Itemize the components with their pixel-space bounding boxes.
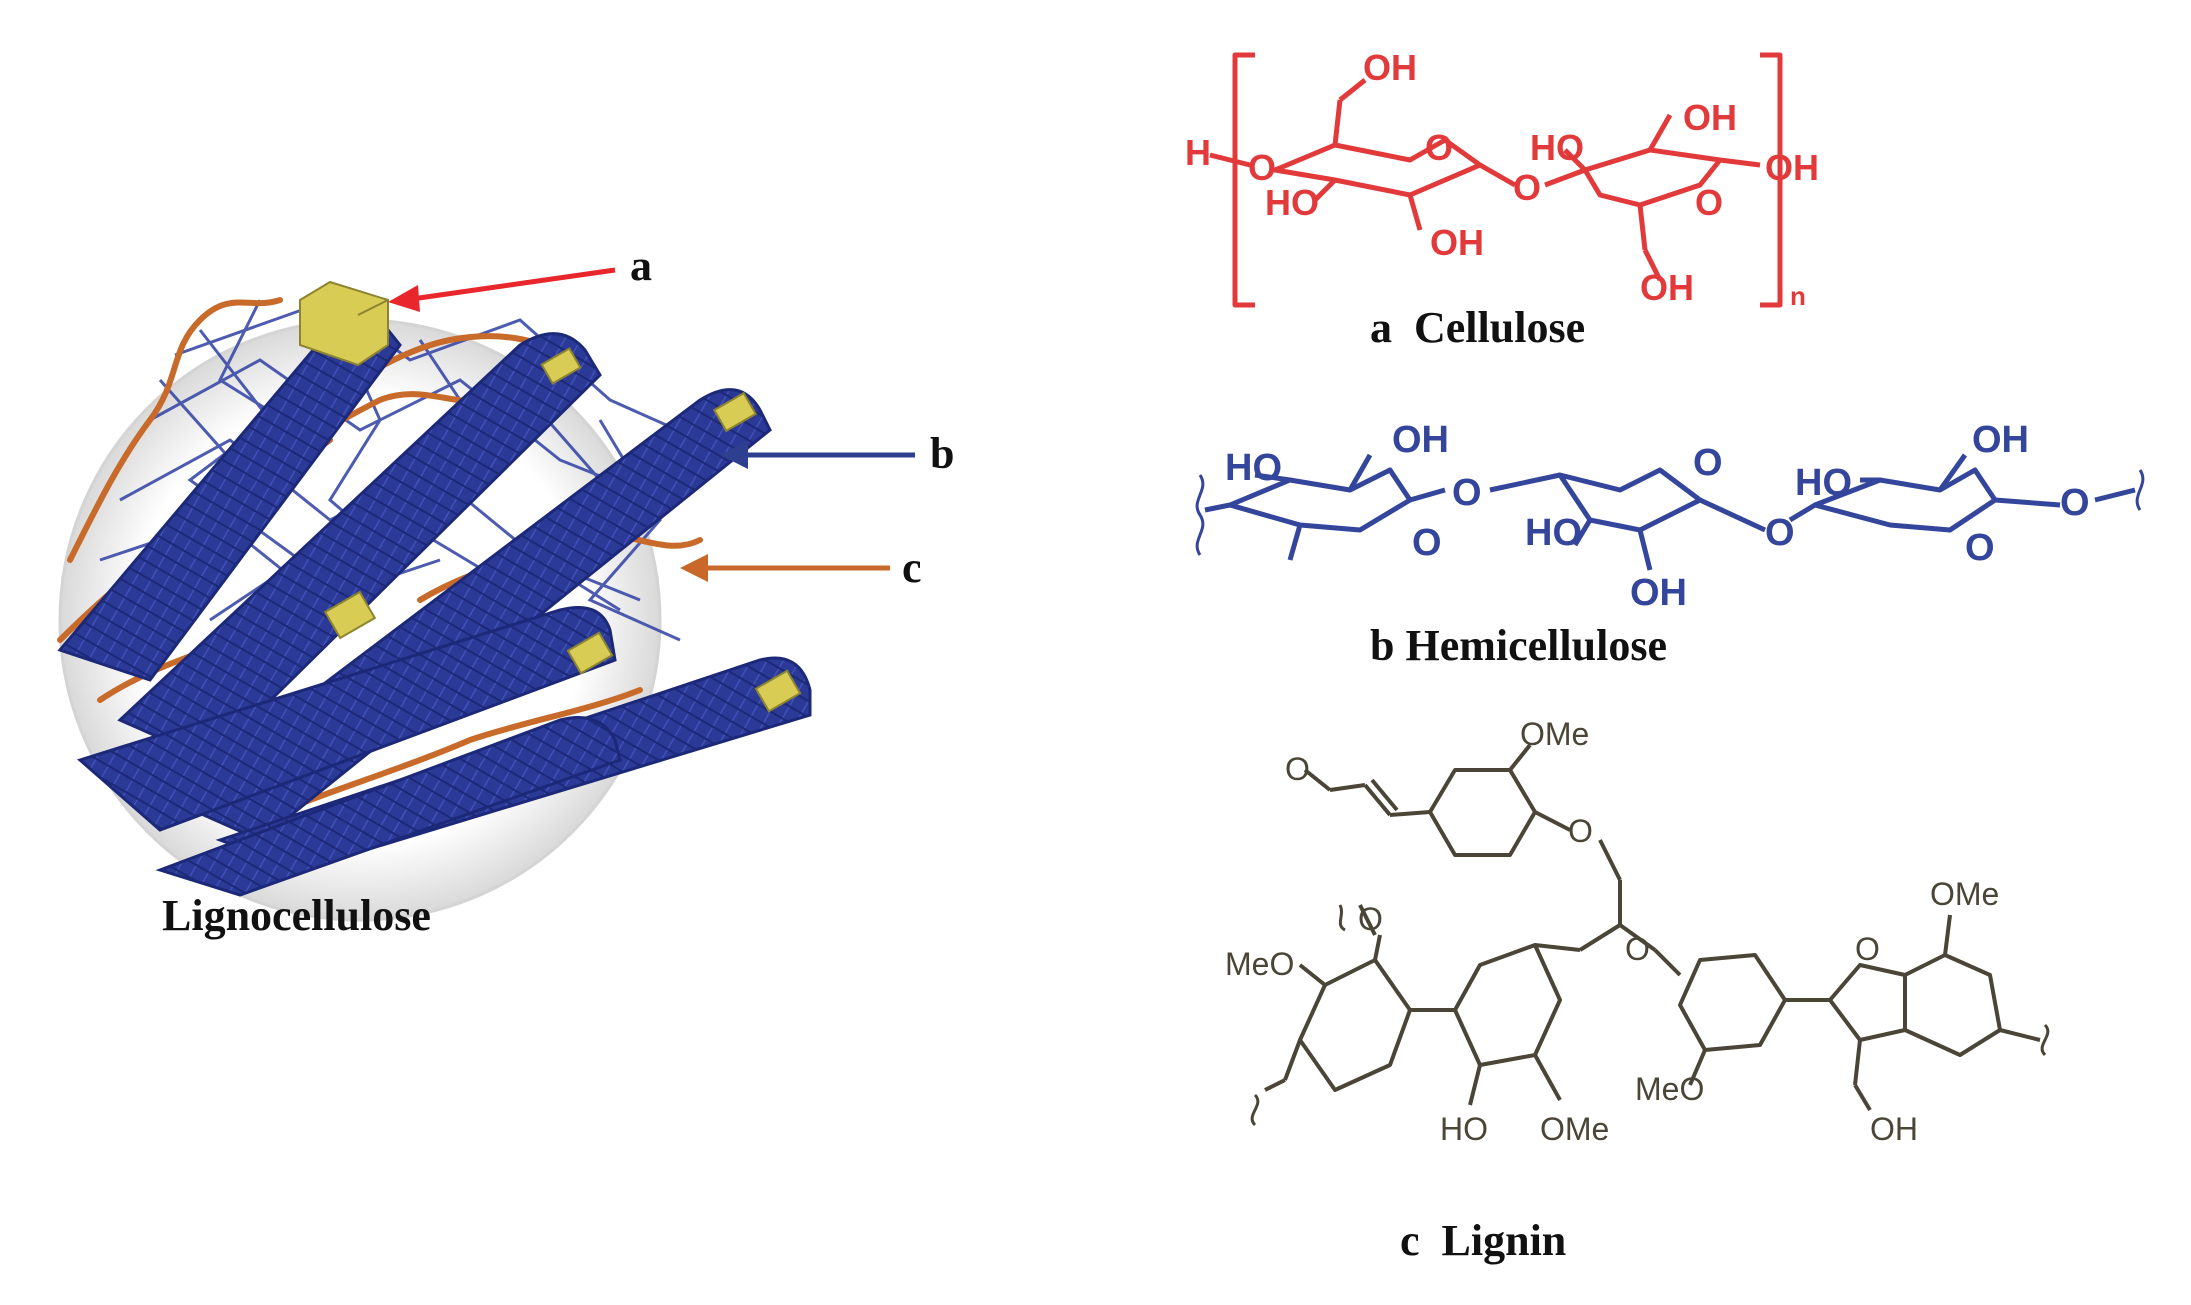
atom-label: HO: [1795, 462, 1852, 504]
atom-label: O: [1452, 472, 1482, 514]
atom-label: HO: [1440, 1111, 1488, 1147]
hemicellulose-caption-letter: b: [1370, 621, 1395, 670]
atom-label: O: [1855, 931, 1880, 967]
cellulose-caption-letter: a: [1370, 303, 1392, 352]
cellulose-structure: [1209, 52, 1783, 308]
bracket-right: [1760, 52, 1783, 308]
lignocellulose-illustration: [57, 267, 915, 922]
crystal-end: [566, 631, 614, 675]
atom-label: O: [1695, 182, 1723, 223]
callout-label-c: c: [902, 543, 922, 592]
atom-label: OMe: [1520, 716, 1589, 752]
atom-label: OMe: [1540, 1111, 1609, 1147]
hemicellulose-atoms: HO OH O O O HO OH O HO OH O O: [1225, 419, 2090, 614]
atom-label: HO: [1525, 512, 1582, 554]
atom-label: OH: [1430, 222, 1484, 263]
atom-label: OMe: [1930, 876, 1999, 912]
atom-label: OH: [1972, 419, 2029, 461]
atom-label: HO: [1530, 127, 1584, 168]
atom-label: HO: [1225, 447, 1282, 489]
atom-label: MeO: [1225, 946, 1294, 982]
atom-label: O: [1248, 147, 1276, 188]
atom-label: OH: [1683, 97, 1737, 138]
atom-label: O: [1765, 512, 1795, 554]
callout-label-a: a: [630, 241, 652, 290]
bracket-left: [1232, 52, 1255, 308]
lignin-structure: [1250, 743, 2050, 1127]
lignocellulose-caption: Lignocellulose: [162, 891, 431, 940]
cellulose-caption: a Cellulose: [1370, 302, 1585, 353]
atom-label: O: [1358, 901, 1383, 937]
atom-label: O: [1568, 813, 1593, 849]
atom-label: O: [1412, 522, 1442, 564]
atom-label: OH: [1392, 419, 1449, 461]
fibril: [76, 606, 617, 832]
callout-arrow-a: [388, 267, 616, 312]
atom-label: O: [1425, 127, 1453, 168]
fibril: [117, 332, 602, 762]
crystalline-ends: [299, 280, 802, 713]
atom-label: O: [1965, 527, 1995, 569]
crystal-end: [323, 590, 377, 640]
atom-label: OH: [1363, 47, 1417, 88]
hemicellulose-caption: b Hemicellulose: [1370, 620, 1667, 671]
atom-label: n: [1790, 281, 1806, 311]
fibril: [155, 716, 622, 897]
cellulose-fibrils: [57, 310, 812, 897]
lignin-caption: c Lignin: [1400, 1215, 1566, 1266]
atom-label: O: [1513, 167, 1541, 208]
atom-label: O: [1693, 442, 1723, 484]
cellulose-atoms: H O OH HO O OH O HO OH O OH OH n: [1185, 47, 1819, 311]
atom-label: OH: [1640, 267, 1694, 308]
crystal-end: [712, 391, 758, 433]
crystal-block-a: [299, 280, 389, 367]
lignin-caption-name: Lignin: [1441, 1216, 1567, 1265]
atom-label: OH: [1765, 147, 1819, 188]
atom-label: OH: [1630, 572, 1687, 614]
callout-label-b: b: [930, 429, 955, 478]
atom-label: MeO: [1635, 1071, 1704, 1107]
atom-label: H: [1185, 132, 1211, 173]
lignin-caption-letter: c: [1400, 1216, 1420, 1265]
hemicellulose-structure: [1195, 453, 2145, 571]
cellulose-caption-name: Cellulose: [1414, 303, 1586, 352]
callout-arrow-b: [720, 441, 915, 469]
atom-label: HO: [1265, 182, 1319, 223]
atom-label: O: [2060, 482, 2090, 524]
callout-arrow-c: [680, 554, 890, 582]
atom-label: O: [1285, 751, 1310, 787]
atom-label: O: [1625, 931, 1650, 967]
lignin-atoms: O OMe O MeO O O O OMe MeO HO OMe OH: [1225, 716, 1999, 1147]
atom-label: OH: [1870, 1111, 1918, 1147]
crystal-end: [754, 669, 802, 713]
crystal-end: [540, 347, 582, 385]
hemicellulose-caption-name: Hemicellulose: [1405, 621, 1667, 670]
